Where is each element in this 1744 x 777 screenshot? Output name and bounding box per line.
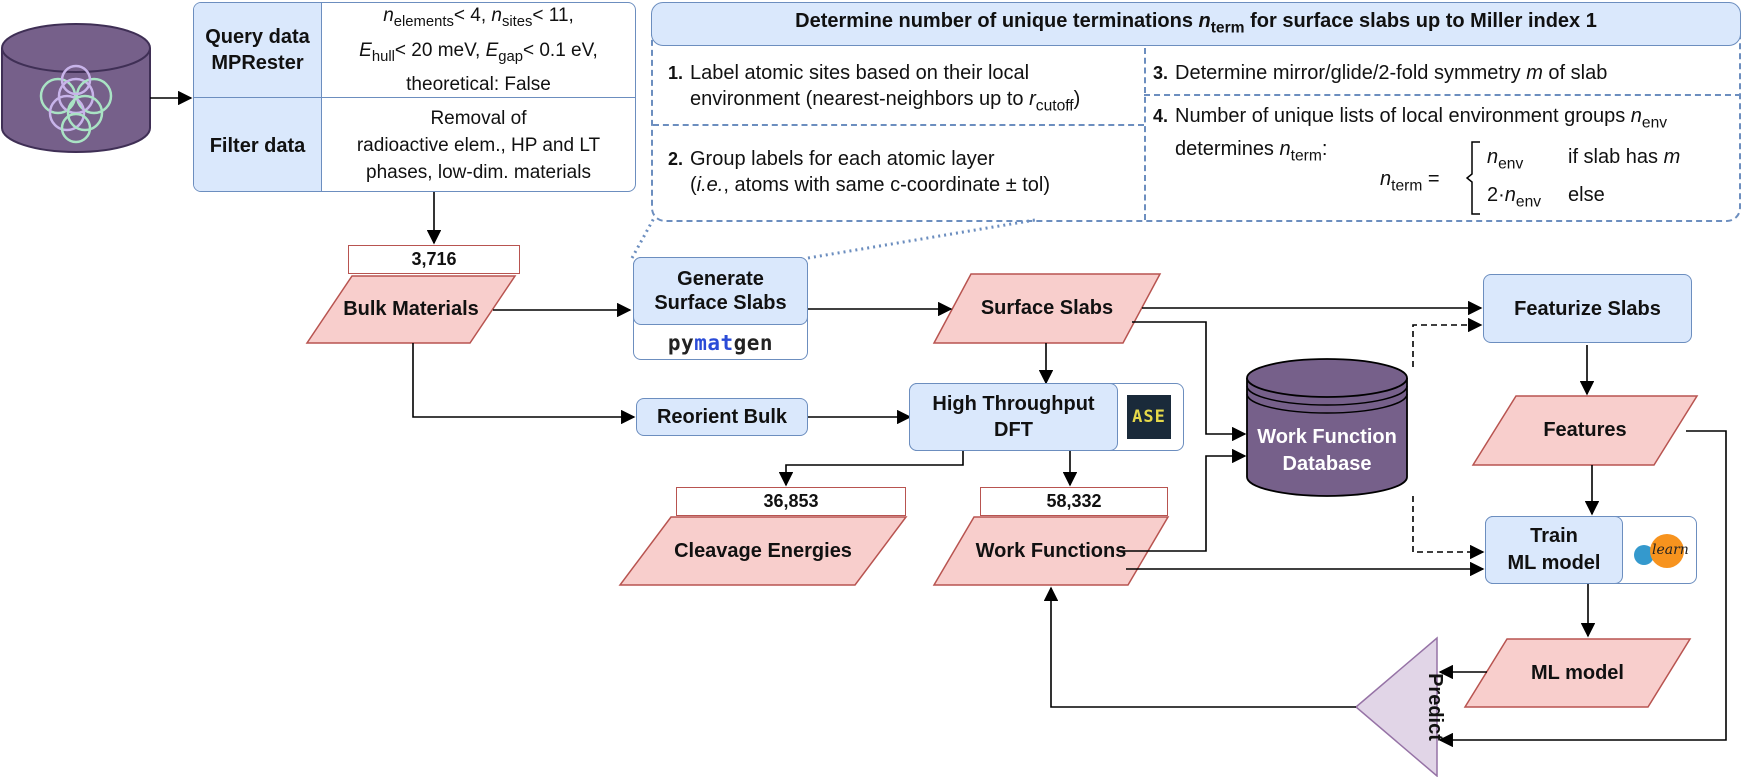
work-functions-label: Work Functions [975, 539, 1127, 562]
equation-case-1-condition: if slab has m [1568, 146, 1681, 168]
step-3: 3. Determine mirror/glide/2-fold symmetr… [1153, 62, 1608, 84]
sklearn-logo-text: learn [1652, 542, 1689, 558]
ml-model-label: ML model [1531, 661, 1624, 684]
filter-criteria-cell: Removal of radioactive elem., HP and LT … [322, 98, 635, 191]
query-criteria-line2: Ehull< 20 meV, Egap< 0.1 eV, [359, 39, 598, 65]
htdft-box: High Throughput DFT [909, 383, 1118, 451]
database-label: Work Function Database [1257, 426, 1397, 475]
sklearn-orange-circle-icon [1650, 534, 1684, 568]
edge-features-to-predict [1438, 430, 1727, 748]
step-1: 1. Label atomic sites based on their loc… [668, 62, 1081, 115]
filter-line2: radioactive elem., HP and LT [356, 135, 601, 156]
filter-line3: phases, low-dim. materials [366, 162, 591, 183]
sklearn-logo: learn [1632, 531, 1692, 571]
equation-case-2: 2·nenv [1487, 184, 1542, 211]
query-filter-table: Query data MPRester nelements< 4, nsites… [193, 2, 636, 192]
query-data-subtitle: MPRester [211, 52, 304, 74]
terminations-divider-vertical [1144, 48, 1146, 220]
zoom-connector [630, 217, 656, 259]
edge-workfunctions-to-database [1118, 448, 1247, 552]
equation-brace [1466, 141, 1480, 215]
edge-htdft-to-cleavage [778, 451, 964, 487]
step-4: 4. Number of unique lists of local envir… [1153, 105, 1668, 165]
predict-shape [1354, 636, 1438, 777]
filter-data-title: Filter data [209, 134, 306, 157]
surface-slabs-label: Surface Slabs [980, 297, 1114, 319]
equation-case-1: nenv [1487, 146, 1524, 173]
bulk-materials-label: Bulk Materials [343, 298, 479, 320]
edge-predict-to-workfunctions [1043, 586, 1356, 708]
reorient-bulk-box: Reorient Bulk [636, 398, 808, 436]
cleavage-count-label: 36,853 [676, 487, 906, 516]
work-functions-shape [932, 516, 1170, 586]
cleavage-energies-label: Cleavage Energies [674, 539, 852, 562]
bulk-materials-shape [305, 275, 517, 344]
predict-label: Predict [1424, 673, 1446, 741]
query-criteria-line1: nelements< 4, nsites< 11, [383, 5, 574, 31]
equation-case-2-condition: else [1568, 184, 1605, 206]
step-2: 2. Group labels for each atomic layer (i… [668, 148, 1051, 196]
filter-line1: Removal of [430, 108, 527, 129]
bulk-count-label: 3,716 [348, 245, 520, 274]
work-function-database-shape [1246, 358, 1408, 497]
terminations-title: Determine number of unique terminations … [651, 2, 1741, 46]
work-functions-count-label: 58,332 [980, 487, 1168, 516]
featurize-slabs-box: Featurize Slabs [1483, 274, 1692, 343]
generate-surface-slabs-box: Generate Surface Slabs [633, 257, 808, 325]
filter-data-cell: Filter data [194, 98, 322, 191]
query-criteria-cell: nelements< 4, nsites< 11, Ehull< 20 meV,… [322, 3, 635, 98]
query-criteria-line3: theoretical: False [406, 73, 551, 95]
zoom-connector [807, 218, 1036, 260]
terminations-divider-right [1144, 94, 1741, 96]
edge-database-to-featurize [1412, 317, 1483, 367]
query-data-cell: Query data MPRester [194, 3, 322, 98]
ml-model-shape [1463, 638, 1692, 708]
query-data-title: Query data [205, 26, 310, 48]
ase-logo: ASE [1127, 395, 1171, 439]
materials-project-database-icon [1, 23, 151, 153]
train-ml-model-box: Train ML model [1485, 516, 1623, 584]
edge-bulk-to-reorient [412, 343, 636, 425]
terminations-divider-left [653, 124, 1144, 126]
cleavage-energies-shape [618, 516, 908, 586]
features-label: Features [1543, 419, 1627, 441]
edge-database-to-train [1412, 496, 1485, 560]
edge-slabs-to-database [1132, 321, 1247, 442]
surface-slabs-shape [932, 273, 1162, 344]
sklearn-blue-circle-icon [1634, 545, 1654, 565]
equation-lhs: nterm = [1380, 168, 1440, 195]
features-shape [1471, 395, 1699, 466]
